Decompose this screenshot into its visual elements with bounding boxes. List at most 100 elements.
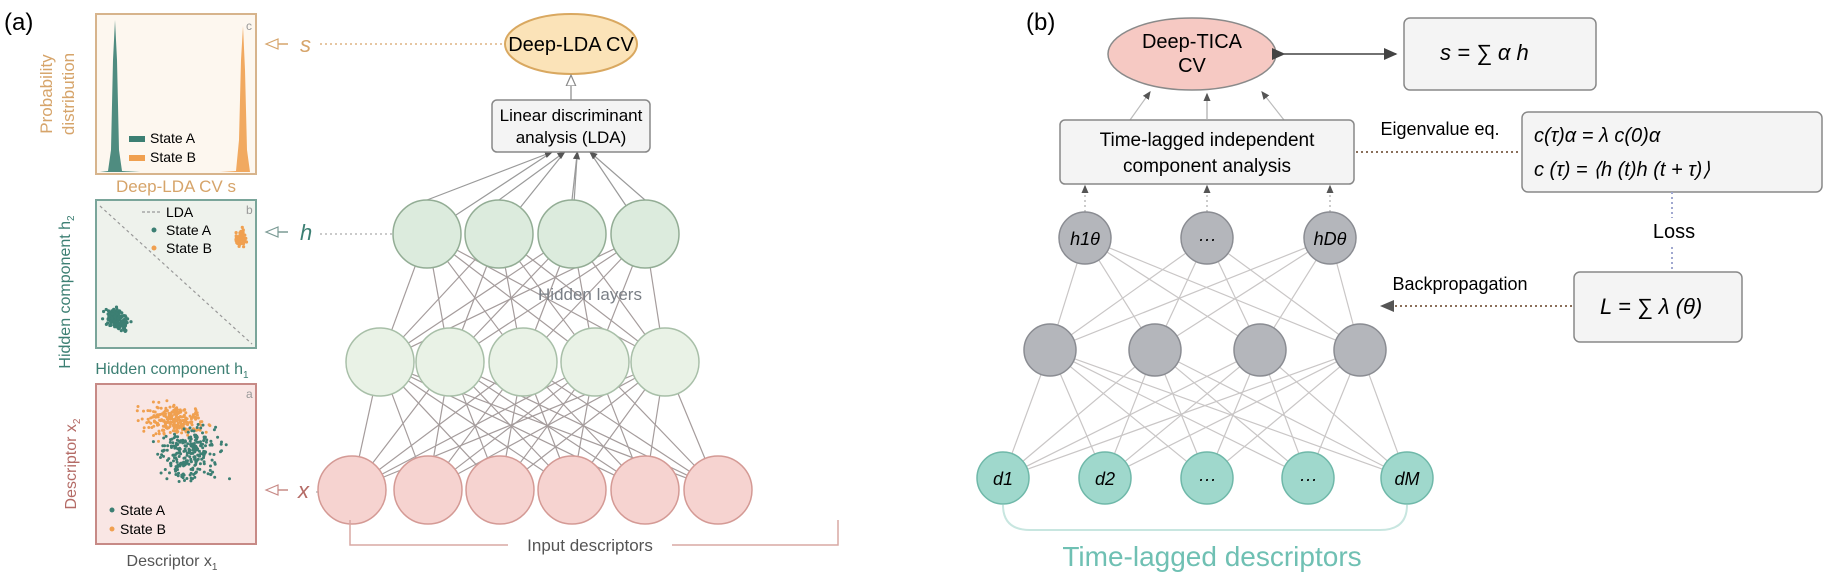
network-edge	[455, 151, 553, 216]
state-a-point	[204, 440, 208, 444]
state-b-point	[157, 413, 161, 417]
state-a-point	[123, 319, 127, 323]
state-b-point	[182, 408, 186, 412]
state-b-point	[162, 431, 166, 435]
state-b-point	[155, 422, 159, 426]
state-a-point	[188, 426, 192, 430]
state-b-point	[168, 421, 172, 425]
input-label-bg	[508, 534, 672, 556]
state-b-point	[184, 430, 188, 434]
state-b-point	[191, 413, 195, 417]
panel-a-label: (a)	[4, 9, 33, 36]
state-a-point	[112, 307, 116, 311]
output-hidden-node-label: ···	[1198, 229, 1216, 249]
state-a-point	[106, 321, 110, 325]
state-b-point	[153, 410, 157, 414]
state-b-point	[164, 415, 168, 419]
state-a-point	[191, 477, 194, 481]
network-edge	[1106, 251, 1239, 337]
state-b-point	[142, 426, 146, 430]
state-b-point	[161, 412, 164, 416]
network-edge	[1279, 366, 1388, 462]
state-a-point	[208, 468, 212, 472]
hidden-node-gray	[1128, 323, 1182, 377]
state-a-point	[118, 325, 122, 329]
state-a-point	[213, 461, 217, 465]
hidden-node-1	[488, 327, 558, 397]
state-b-point	[172, 421, 176, 425]
state-b-point	[152, 419, 156, 423]
plot-a-xlabel: Descriptor x1	[127, 553, 218, 573]
plot-c-frame	[95, 13, 257, 175]
state-a-point	[107, 314, 111, 318]
state-a-point	[193, 433, 197, 437]
s-label: s	[300, 32, 311, 57]
state-a-point	[160, 449, 164, 453]
legend-state-b-a: State B	[120, 521, 166, 537]
state-a-point	[101, 317, 105, 321]
legend-state-b-swatch	[129, 155, 145, 161]
state-b-point	[180, 431, 184, 435]
state-b-point	[239, 230, 243, 234]
state-a-point	[183, 479, 186, 482]
state-a-point	[189, 471, 193, 475]
hidden-node-2	[610, 199, 680, 269]
state-a-point	[196, 453, 200, 457]
state-b-point	[208, 424, 212, 428]
state-a-point	[210, 458, 214, 462]
plot-a-tag: a	[246, 387, 253, 401]
state-a-point	[201, 423, 205, 427]
network-edge	[378, 381, 497, 471]
time-lagged-input-label: ···	[1198, 469, 1216, 489]
hidden-node-1	[415, 327, 485, 397]
legend-state-b: State B	[150, 149, 196, 165]
network-edge	[1022, 366, 1136, 462]
input-node	[683, 455, 753, 525]
state-a-point	[172, 453, 175, 457]
state-a-point	[174, 456, 178, 460]
state-b-point	[165, 409, 169, 412]
state-a-point	[178, 450, 182, 454]
state-a-point	[208, 452, 212, 456]
lda-box	[491, 99, 651, 153]
state-b-point	[168, 405, 172, 409]
state-a-point	[170, 437, 174, 441]
lda-box-line-1: Linear discriminant	[500, 106, 643, 125]
legend-lda: LDA	[166, 204, 194, 220]
hidden-node-gray	[1333, 323, 1387, 377]
network-edge	[1069, 365, 1188, 463]
network-edge	[649, 395, 661, 457]
state-a-point	[182, 427, 186, 431]
state-b-point	[161, 428, 164, 432]
state-b-point	[164, 426, 168, 429]
loss-equation-box	[1573, 271, 1743, 343]
s-equation: s = ∑ α h	[1440, 40, 1529, 65]
state-b-point	[157, 432, 161, 436]
state-a-point	[173, 435, 177, 438]
state-a-point	[180, 473, 184, 477]
state-a-point	[174, 441, 178, 445]
state-a-point	[194, 470, 198, 474]
state-a-point	[165, 448, 169, 452]
loss-label: Loss	[1653, 221, 1695, 243]
legend-state-a-a: State A	[120, 502, 166, 518]
loss-equation: L = ∑ λ (θ)	[1600, 294, 1702, 319]
state-a-point	[219, 450, 222, 454]
state-b-point	[186, 421, 190, 425]
state-a-point	[183, 439, 187, 443]
state-a-point	[211, 470, 215, 474]
plot-c: c State A State B Probability distributi…	[37, 13, 257, 196]
state-a-point	[175, 460, 179, 464]
network-edge	[1070, 252, 1187, 336]
state-a-point	[209, 464, 212, 468]
eigenvalue-label: Eigenvalue eq.	[1380, 119, 1499, 139]
state-a-point	[117, 314, 122, 318]
network-edge	[1098, 259, 1142, 329]
state-b-point	[182, 415, 186, 418]
tica-to-cv-side-arrow	[1129, 91, 1151, 121]
network-edge	[1336, 262, 1354, 326]
state-b-point	[157, 439, 160, 443]
state-b-point	[136, 405, 140, 408]
state-b-point	[174, 425, 178, 429]
